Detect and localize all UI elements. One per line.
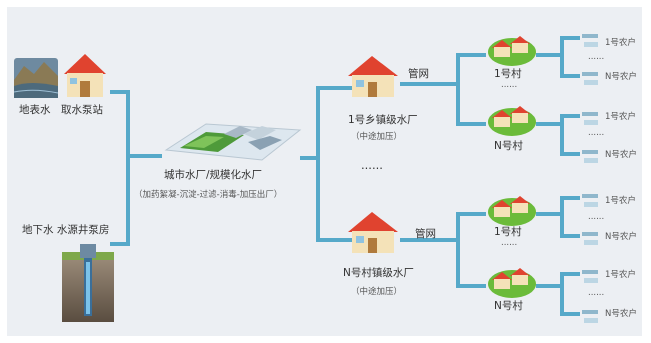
pump-station-icon bbox=[64, 54, 106, 97]
town-n-note: （中途加压） bbox=[351, 287, 403, 297]
village-1b-label: 1号村 bbox=[494, 226, 522, 238]
town-1-pipe: 管网 bbox=[408, 68, 429, 80]
village-nb-label: N号村 bbox=[494, 300, 523, 312]
tap-icon-1 bbox=[582, 34, 598, 47]
tap-icon-7 bbox=[582, 270, 598, 283]
household-3-label: 1号农户 bbox=[605, 112, 636, 122]
household-5-label: 1号农户 bbox=[605, 196, 636, 206]
village-na-icon bbox=[488, 106, 536, 136]
tap-icon-4 bbox=[582, 150, 598, 163]
surface-water-label: 地表水 bbox=[19, 104, 51, 116]
village-na-label: N号村 bbox=[494, 140, 523, 152]
city-plant-title: 城市水厂/规模化水厂 bbox=[164, 169, 263, 181]
town-plant-n-icon bbox=[348, 212, 398, 253]
household-tap-icons bbox=[582, 34, 598, 323]
village-1b-icon bbox=[488, 196, 536, 226]
town-ellipsis: ...... bbox=[361, 158, 383, 172]
town-1-name: 1号乡镇级水厂 bbox=[348, 114, 418, 126]
village-nb-icon bbox=[488, 268, 536, 298]
household-ellipsis-3: ...... bbox=[588, 212, 605, 222]
city-plant-process: （加药絮凝-沉淀-过滤-消毒-加压出厂） bbox=[134, 190, 283, 200]
tap-icon-8 bbox=[582, 310, 598, 323]
town-n-name: N号村镇级水厂 bbox=[343, 267, 414, 279]
household-7-label: 1号农户 bbox=[605, 270, 636, 280]
village-ellipsis-2: ...... bbox=[501, 238, 518, 248]
pipe-network bbox=[110, 36, 580, 316]
village-1a-icon bbox=[488, 36, 536, 66]
household-ellipsis-1: ...... bbox=[588, 52, 605, 62]
household-4-label: N号农户 bbox=[605, 150, 637, 160]
groundwater-well-icon bbox=[62, 244, 114, 322]
household-6-label: N号农户 bbox=[605, 232, 637, 242]
groundwater-pump-label: 地下水 水源井泵房 bbox=[22, 224, 110, 236]
surface-water-icon bbox=[13, 58, 59, 98]
household-1-label: 1号农户 bbox=[605, 38, 636, 48]
village-ellipsis-1: ...... bbox=[501, 80, 518, 90]
city-plant-icon bbox=[164, 123, 302, 161]
household-8-label: N号农户 bbox=[605, 309, 637, 319]
tap-icon-5 bbox=[582, 194, 598, 207]
tap-icon-6 bbox=[582, 232, 598, 245]
pump-station-label: 取水泵站 bbox=[61, 104, 103, 116]
tap-icon-3 bbox=[582, 112, 598, 125]
village-1a-label: 1号村 bbox=[494, 68, 522, 80]
town-n-pipe: 管网 bbox=[415, 228, 436, 240]
town-plant-1-icon bbox=[348, 56, 398, 97]
household-2-label: N号农户 bbox=[605, 72, 637, 82]
household-ellipsis-2: ...... bbox=[588, 128, 605, 138]
household-ellipsis-4: ...... bbox=[588, 288, 605, 298]
tap-icon-2 bbox=[582, 72, 598, 85]
town-1-note: （中途加压） bbox=[351, 132, 403, 142]
